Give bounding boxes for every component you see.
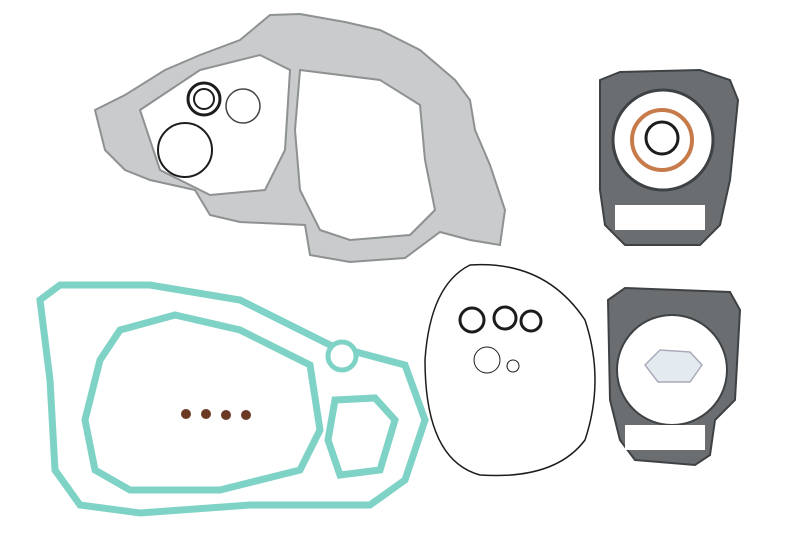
o-ring xyxy=(506,359,520,373)
small-gasket xyxy=(644,349,703,383)
o-ring xyxy=(519,309,543,333)
o-ring xyxy=(157,122,213,178)
valve-stem-seals xyxy=(181,409,251,420)
o-ring xyxy=(473,346,501,374)
cover-o-ring xyxy=(424,263,596,477)
crankcase-gasket xyxy=(93,12,507,264)
o-ring xyxy=(186,81,222,117)
o-ring xyxy=(225,88,261,124)
o-ring xyxy=(458,306,486,334)
head-gasket xyxy=(599,68,740,246)
clutch-cover-gasket xyxy=(36,281,429,517)
o-ring xyxy=(193,88,215,110)
o-ring xyxy=(644,120,680,156)
o-ring xyxy=(492,305,518,331)
copper-ring xyxy=(630,108,694,172)
teal-hole xyxy=(325,339,359,373)
